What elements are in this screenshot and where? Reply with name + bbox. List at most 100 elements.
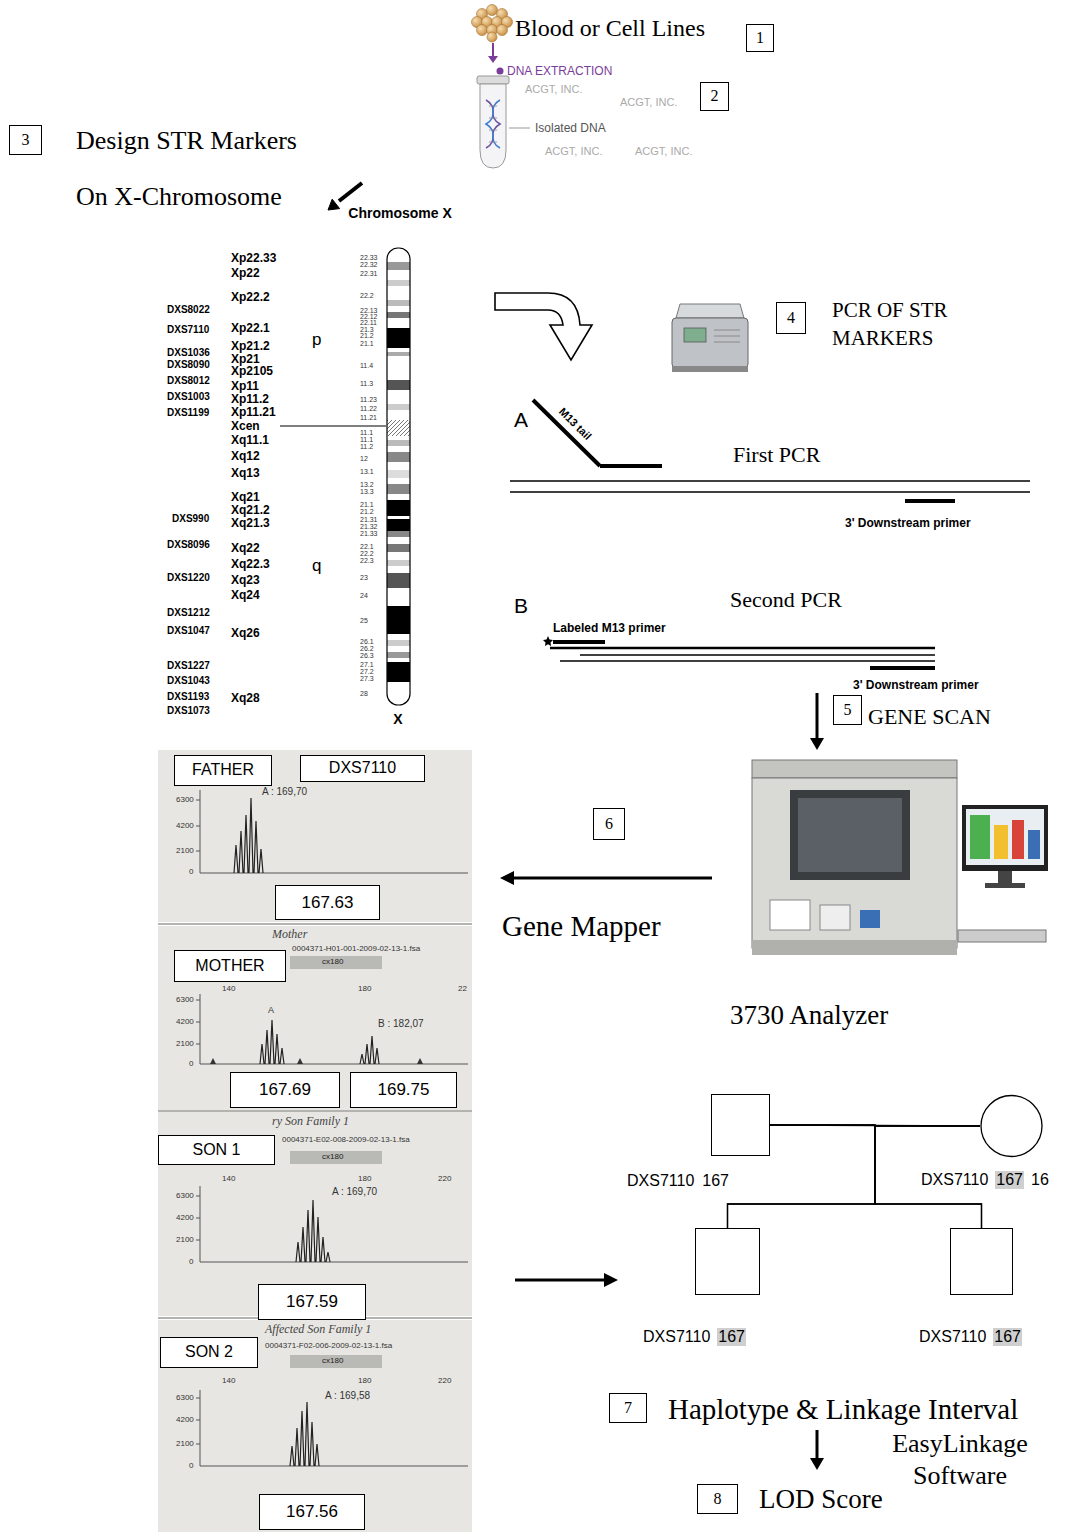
instrument-label: 3730 Analyzer — [730, 999, 888, 1031]
band-number: 11.4 — [360, 362, 373, 370]
band-number: 11.1 — [360, 436, 373, 444]
electropherogram-photo — [297, 1058, 303, 1064]
electropherogram-photo — [196, 1390, 468, 1466]
primer-label: 3' Downstream primer — [845, 516, 971, 530]
step-number: 8 — [697, 1484, 738, 1514]
sample-label-text: MOTHER — [195, 957, 264, 975]
band-label: Xp2105 — [231, 364, 273, 378]
band-label: Xp22 — [231, 266, 260, 280]
arm-label: p — [312, 330, 321, 350]
extraction-arrow — [488, 56, 498, 63]
str-marker-name: DXS1043 — [167, 675, 210, 687]
arm-label: q — [312, 556, 321, 576]
primer-label: Labeled M13 primer — [553, 621, 666, 635]
allele-size-box: 167.63 — [275, 885, 380, 920]
str-marker-name: DXS1227 — [167, 660, 210, 672]
axis-tick: 0 — [189, 1257, 193, 1267]
primer-label: M13 tail — [556, 405, 594, 443]
step-label: DNA EXTRACTION — [507, 64, 612, 78]
axis-tick: 22 — [458, 984, 467, 994]
step-number-text: 2 — [711, 87, 719, 105]
axis-tick: 180 — [358, 984, 371, 994]
band-number: 25 — [360, 617, 368, 625]
file-name: 0004371-E02-008-2009-02-13-1.fsa — [282, 1135, 410, 1145]
chromosome-ideogram — [280, 426, 386, 427]
genetic-analyzer-picture — [752, 760, 957, 778]
band-number: 22.11 — [360, 319, 377, 327]
pcr-strand-diagram — [905, 499, 955, 503]
dna-tube — [489, 118, 497, 119]
allele-size-box: 167.56 — [259, 1494, 365, 1530]
sample-label: SON 2 — [160, 1337, 258, 1368]
handwritten-note: Affected Son Family 1 — [265, 1322, 371, 1336]
step-arrow — [515, 1273, 618, 1287]
step-number-text: 5 — [844, 701, 852, 719]
step-label: GENE SCAN — [868, 704, 991, 730]
file-name: 0004371-H01-001-2009-02-13-1.fsa — [292, 944, 420, 954]
axis-tick: 140 — [222, 984, 235, 994]
axis-tick: 0 — [189, 867, 193, 877]
step-label: LOD Score — [759, 1483, 883, 1515]
pcr-strand-diagram — [510, 491, 1030, 493]
chromosome-ideogram — [387, 328, 410, 348]
electropherogram-photo — [296, 1200, 330, 1262]
chromosome-ideogram — [387, 262, 410, 270]
band-number: 22.2 — [360, 550, 374, 558]
extraction-arrow — [488, 43, 504, 75]
cell-cluster — [472, 5, 513, 43]
str-marker-name: DXS8022 — [167, 304, 210, 316]
step-number-text: 6 — [605, 815, 613, 833]
pcr-strand-diagram — [543, 636, 553, 646]
pcr-machine-icon — [714, 330, 740, 331]
band-number: 21.2 — [360, 332, 374, 340]
chromosome-ideogram — [387, 519, 410, 531]
str-marker-name: DXS1193 — [167, 691, 209, 703]
pedigree-genotype: DXS7110167 — [626, 1172, 730, 1190]
step-label: Isolated DNA — [535, 121, 606, 135]
chromosome-ideogram — [387, 248, 410, 705]
genotype-text: DXS7110 — [920, 1171, 989, 1189]
software-label: Gene Mapper — [502, 909, 661, 944]
peak-annotation: B : 182,07 — [378, 1018, 424, 1030]
step-label: Blood or Cell Lines — [515, 14, 705, 43]
genetic-analyzer-picture — [1012, 820, 1024, 859]
band-number: 22.2 — [360, 292, 374, 300]
sample-label-text: SON 2 — [185, 1343, 233, 1361]
step-number: 1 — [746, 24, 774, 52]
band-label: Xp11.21 — [231, 405, 276, 419]
step-arrow — [328, 199, 340, 210]
electropherogram-photo — [196, 1186, 468, 1262]
band-label: Xq21.2 — [231, 503, 270, 517]
electropherogram-photo — [158, 1110, 472, 1112]
allele-size-box: 167.69 — [230, 1072, 340, 1108]
step-arrow — [810, 1458, 824, 1470]
chromosome-ideogram — [387, 544, 410, 552]
dna-tube — [477, 76, 509, 84]
genetic-analyzer-picture — [985, 883, 1025, 888]
chromosome-ideogram — [387, 404, 410, 410]
band-number: 11.21 — [360, 414, 377, 422]
pedigree-square: DXS7110167 — [950, 1228, 1013, 1295]
watermark: ACGT, INC. — [545, 145, 602, 158]
axis-tick: 180 — [358, 1376, 371, 1386]
str-marker-name: DXS8096 — [167, 539, 210, 551]
chromosome-ideogram — [387, 280, 410, 286]
str-marker-name: DXS1199 — [167, 407, 209, 419]
chromosome-ideogram — [387, 420, 410, 436]
extraction-arrow — [492, 43, 494, 57]
genetic-analyzer-picture — [962, 805, 1048, 871]
step-number-text: 3 — [22, 131, 30, 149]
axis-tick: 4200 — [176, 1017, 194, 1027]
genetic-analyzer-picture — [798, 798, 902, 872]
step-arrow — [810, 1430, 824, 1470]
watermark: ACGT, INC. — [635, 145, 692, 158]
allele-size-box: 167.59 — [258, 1284, 366, 1320]
band-number: 22.32 — [360, 261, 378, 269]
allele-size-box-text: 167.69 — [259, 1080, 311, 1100]
band-number: 21.1 — [360, 501, 374, 509]
str-marker-name: DXS8012 — [167, 375, 210, 387]
electropherogram-photo — [158, 926, 472, 1110]
chromosome-ideogram — [387, 248, 410, 705]
